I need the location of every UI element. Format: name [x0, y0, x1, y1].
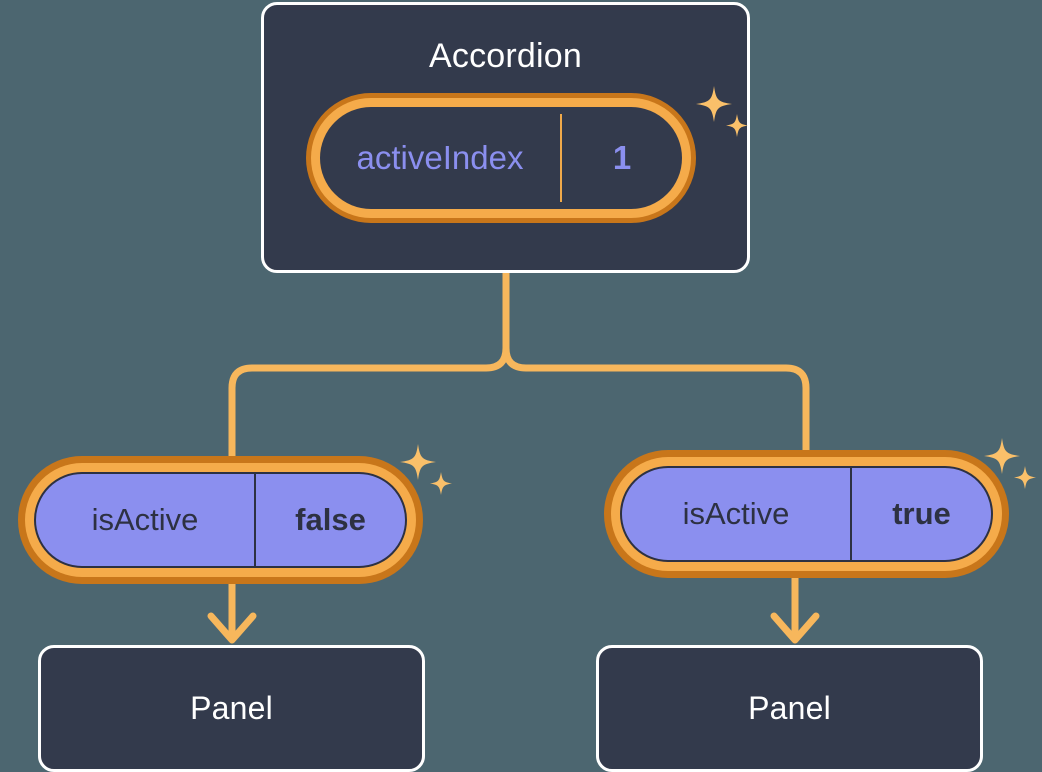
panel-title: Panel [190, 690, 273, 726]
panel-component-card-right[interactable]: Panel [596, 645, 983, 772]
state-pill-activeindex[interactable]: activeIndex 1 [306, 93, 696, 223]
state-pill-isactive-left[interactable]: isActive false [18, 456, 423, 584]
pill-divider [560, 114, 562, 202]
arrowhead-left-panel [207, 612, 257, 644]
pill-content: isActive false [34, 472, 407, 568]
pill-divider [850, 468, 852, 560]
wire-root-to-right [502, 269, 810, 454]
state-key-label: isActive [682, 496, 790, 531]
panel-title: Panel [748, 690, 831, 726]
panel-component-card-left[interactable]: Panel [38, 645, 425, 772]
pill-content: activeIndex 1 [320, 107, 682, 209]
pill-content: isActive true [620, 466, 993, 562]
state-value-label: true [892, 496, 951, 531]
accordion-title: Accordion [429, 37, 582, 75]
state-key-label: activeIndex [356, 139, 524, 176]
wire-root-to-left [228, 269, 510, 460]
pill-divider [254, 474, 256, 566]
state-key-label: isActive [91, 502, 199, 537]
state-value-label: false [295, 502, 366, 537]
arrowhead-right-panel [770, 612, 820, 644]
state-value-label: 1 [612, 139, 632, 176]
state-pill-isactive-right[interactable]: isActive true [604, 450, 1009, 578]
